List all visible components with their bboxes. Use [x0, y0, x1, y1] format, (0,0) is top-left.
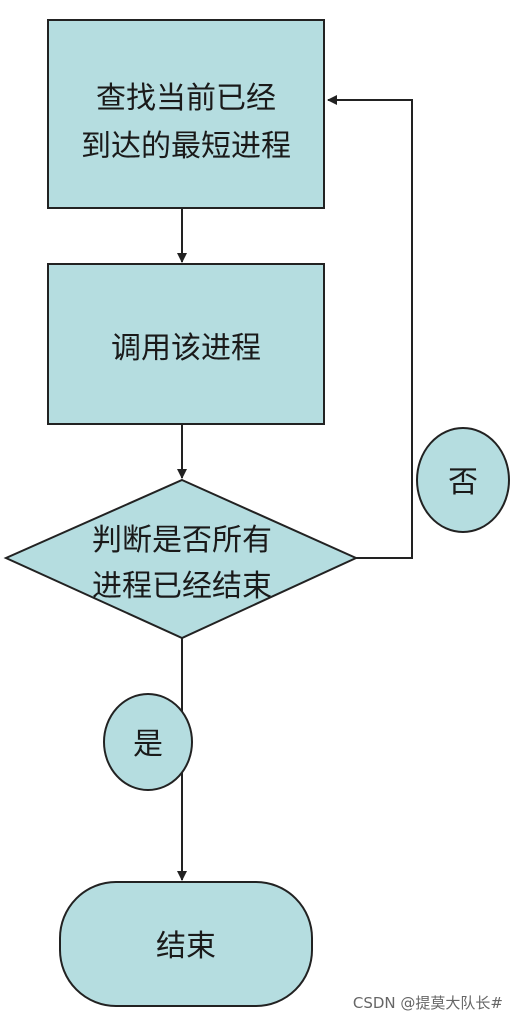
watermark: CSDN @提莫大队长# — [352, 994, 503, 1012]
end-terminator — [59, 881, 313, 1007]
no-label-text: 否 — [448, 465, 478, 500]
find-process-label-line2: 到达的最短进程 — [81, 129, 291, 164]
call-process-label: 调用该进程 — [111, 331, 261, 366]
decision-label-line2: 进程已经结束 — [92, 569, 272, 604]
no-label-circle — [416, 427, 510, 533]
yes-label-text: 是 — [133, 727, 163, 762]
loop-back-connector — [327, 95, 413, 559]
call-process-box — [47, 263, 325, 425]
end-label: 结束 — [156, 929, 216, 964]
find-process-box — [47, 19, 325, 209]
decision-diamond — [3, 478, 359, 640]
yes-label-circle — [103, 693, 193, 791]
decision-label-line1: 判断是否所有 — [92, 523, 272, 558]
find-process-label-line1: 查找当前已经 — [96, 81, 276, 116]
